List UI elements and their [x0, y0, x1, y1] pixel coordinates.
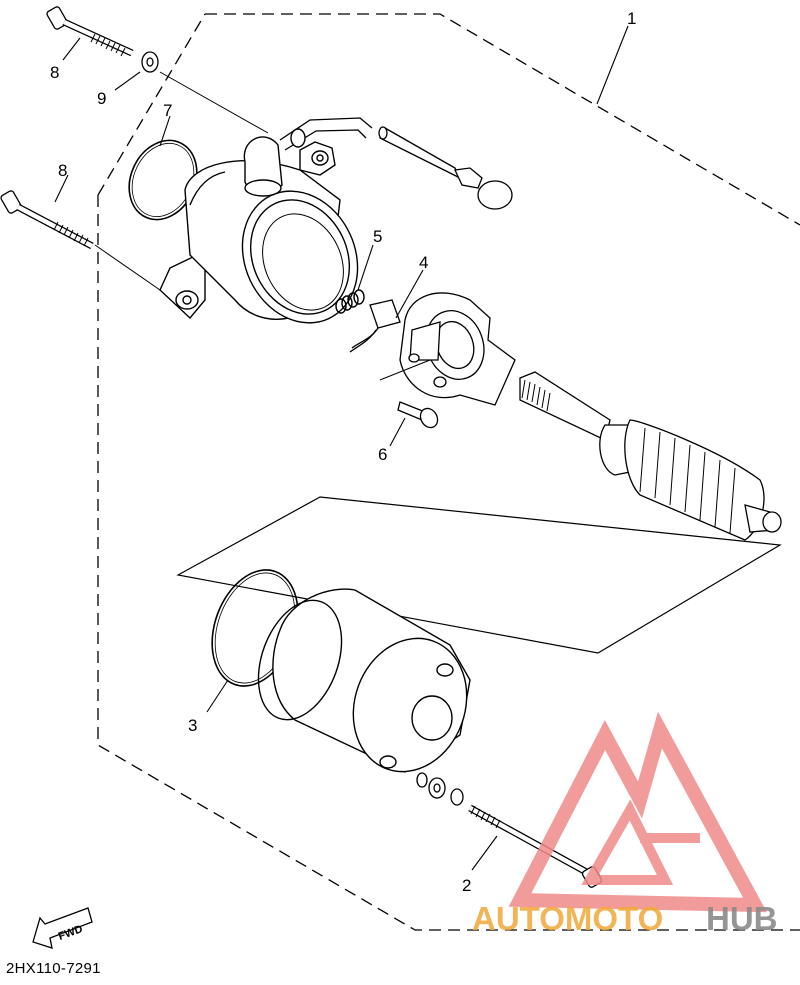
- callout-9: 9: [97, 89, 106, 108]
- yoke-motor-body: [257, 588, 471, 773]
- screw: [397, 401, 439, 429]
- callout-6: 6: [378, 445, 387, 464]
- brush-holder-plate: [379, 292, 516, 406]
- callout-1: 1: [627, 9, 636, 28]
- callout-3: 3: [188, 716, 197, 735]
- armature-plane-outline: [176, 496, 782, 654]
- diagram-code: 2HX110-7291: [6, 960, 101, 977]
- spring: [335, 289, 365, 314]
- callout-leaders: [54, 25, 629, 871]
- callout-5: 5: [373, 227, 382, 246]
- callout-labels: 1 2 3 4 5 6 7 8 8 9: [50, 9, 636, 895]
- callout-7: 7: [163, 101, 172, 120]
- watermark-text-automoto: AUTOMOTO: [472, 900, 663, 937]
- bolt-lower: [0, 190, 94, 250]
- callout-8-lower: 8: [58, 161, 67, 180]
- fwd-arrow-icon: FWD: [32, 907, 93, 949]
- assembly-boundary-dashed: [97, 13, 800, 931]
- callout-8-upper: 8: [50, 63, 59, 82]
- front-cover-housing: [159, 117, 373, 324]
- bolt-upper: [46, 6, 134, 57]
- armature: [519, 371, 782, 541]
- washer: [141, 51, 159, 73]
- callout-4: 4: [419, 253, 428, 272]
- callout-2: 2: [462, 876, 471, 895]
- automotohub-logo-icon: [508, 711, 767, 913]
- rear-washers: [416, 772, 464, 806]
- brush: [349, 299, 401, 353]
- breather-rod: [378, 126, 513, 210]
- watermark-text-hub: HUB: [706, 900, 778, 937]
